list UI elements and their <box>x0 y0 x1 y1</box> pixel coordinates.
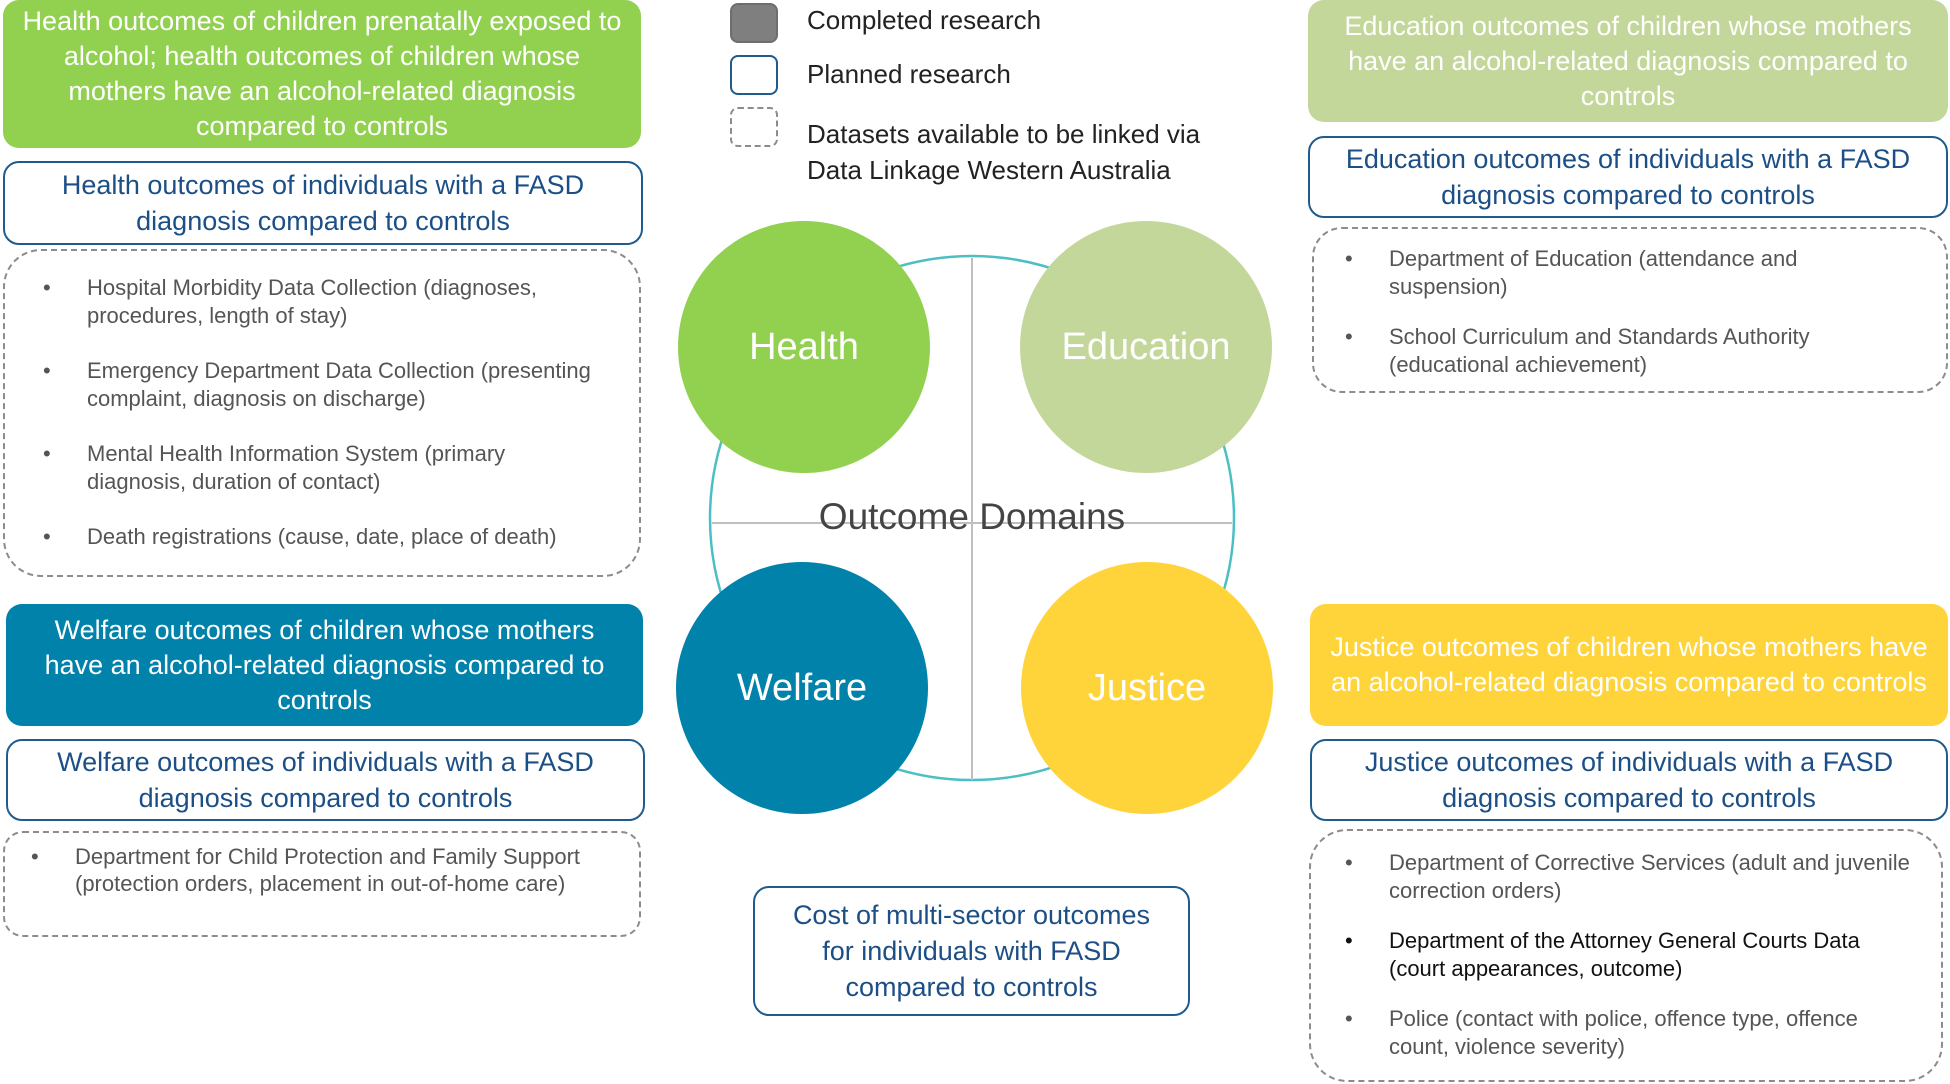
education-completed-text: Education outcomes of children whose mot… <box>1344 10 1912 111</box>
cost-outcomes-box: Cost of multi-sector outcomes for indivi… <box>753 886 1190 1016</box>
welfare-dataset-item: Department for Child Protection and Fami… <box>31 843 605 897</box>
cost-outcomes-text: Cost of multi-sector outcomes for indivi… <box>792 900 1151 1002</box>
domain-label-welfare: Welfare <box>736 666 868 709</box>
domain-label-justice: Justice <box>1087 666 1207 709</box>
education-planned-box: Education outcomes of individuals with a… <box>1308 136 1948 218</box>
health-dataset-item: Emergency Department Data Collection (pr… <box>43 357 607 413</box>
justice-completed-box: Justice outcomes of children whose mothe… <box>1310 604 1948 726</box>
health-dataset-item: Death registrations (cause, date, place … <box>43 523 607 551</box>
education-dataset-item: School Curriculum and Standards Authorit… <box>1345 323 1909 379</box>
education-completed-box: Education outcomes of children whose mot… <box>1308 0 1948 122</box>
legend-datasets-label: Datasets available to be linked via Data… <box>807 119 1201 185</box>
legend-planned-swatch <box>730 55 778 95</box>
justice-planned-text: Justice outcomes of individuals with a F… <box>1364 747 1894 813</box>
health-dataset-item: Mental Health Information System (primar… <box>43 440 607 496</box>
welfare-datasets-box: Department for Child Protection and Fami… <box>3 831 641 937</box>
health-dataset-item: Hospital Morbidity Data Collection (diag… <box>43 274 607 330</box>
justice-datasets-box: Department of Corrective Services (adult… <box>1309 829 1943 1082</box>
justice-planned-box: Justice outcomes of individuals with a F… <box>1310 739 1948 821</box>
health-planned-box: Health outcomes of individuals with a FA… <box>3 161 643 245</box>
justice-dataset-item: Police (contact with police, offence typ… <box>1345 1005 1919 1061</box>
domain-label-education: Education <box>1061 325 1231 368</box>
education-planned-text: Education outcomes of individuals with a… <box>1345 144 1911 210</box>
welfare-planned-text: Welfare outcomes of individuals with a F… <box>57 747 594 813</box>
outcome-domains-title: Outcome Domains <box>818 496 1126 537</box>
legend-datasets-swatch <box>730 107 778 147</box>
justice-dataset-item: Department of Corrective Services (adult… <box>1345 849 1919 905</box>
justice-dataset-item: Department of the Attorney General Court… <box>1345 927 1919 983</box>
health-datasets-box: Hospital Morbidity Data Collection (diag… <box>3 249 641 577</box>
domain-circle-justice: Justice <box>1021 562 1273 814</box>
legend-completed-label: Completed research <box>807 5 1042 35</box>
education-dataset-item: Department of Education (attendance and … <box>1345 245 1909 301</box>
domain-label-health: Health <box>749 325 859 368</box>
domain-circle-welfare: Welfare <box>676 562 928 814</box>
welfare-completed-box: Welfare outcomes of children whose mothe… <box>6 604 643 726</box>
legend-planned-label: Planned research <box>807 59 1011 89</box>
health-completed-text: Health outcomes of children prenatally e… <box>22 6 622 141</box>
domain-circle-health: Health <box>678 221 930 473</box>
health-planned-text: Health outcomes of individuals with a FA… <box>61 170 585 236</box>
legend-completed-swatch <box>730 3 778 43</box>
education-datasets-box: Department of Education (attendance and … <box>1312 227 1948 393</box>
health-completed-box: Health outcomes of children prenatally e… <box>3 0 641 148</box>
domain-circle-education: Education <box>1020 221 1272 473</box>
justice-completed-text: Justice outcomes of children whose mothe… <box>1330 632 1928 697</box>
welfare-completed-text: Welfare outcomes of children whose mothe… <box>44 614 605 715</box>
welfare-planned-box: Welfare outcomes of individuals with a F… <box>6 739 645 821</box>
